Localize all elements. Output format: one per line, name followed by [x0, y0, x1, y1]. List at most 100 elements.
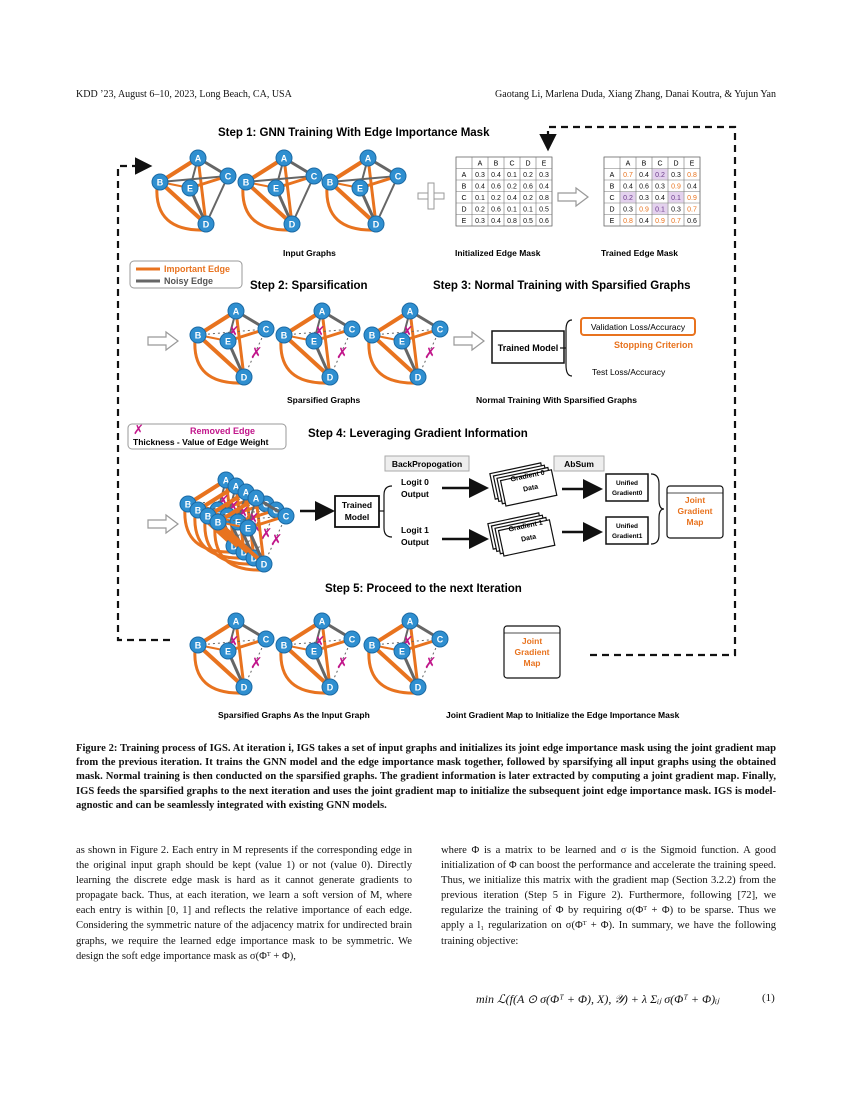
graph-node-label: E [311, 337, 317, 347]
graph-node-label: B [369, 331, 376, 341]
table-cell: 0.6 [523, 184, 533, 191]
graph-edge [328, 180, 378, 226]
graph-node-label: B [205, 512, 212, 522]
graph-node-label: B [281, 331, 288, 341]
graph-edge [367, 338, 419, 385]
trained-model-label-step3: Trained Model [498, 343, 559, 353]
graph-node [209, 513, 227, 531]
graph-edge [193, 648, 245, 695]
table-cell: 0.4 [539, 184, 549, 191]
absum-label-box [553, 455, 605, 472]
graph-edge [203, 519, 255, 566]
loop-arrow-left [116, 157, 170, 642]
graph-node [393, 332, 411, 350]
graph-node [409, 678, 427, 696]
table-cell: 0.9 [655, 218, 665, 225]
graph-node-label: B [195, 331, 202, 341]
graph-node [257, 320, 275, 338]
graph-node-label: B [195, 506, 202, 516]
table-cell: 0.1 [507, 207, 517, 214]
sparsified-input-label: Sparsified Graphs As the Input Graph [218, 710, 370, 720]
table-cell: 0.5 [523, 218, 533, 225]
graph-edge [370, 333, 420, 379]
table-cell: 0.1 [475, 195, 485, 202]
graph-node [247, 489, 265, 507]
table-cell: 0.4 [639, 172, 649, 179]
graph-node-label: C [263, 635, 270, 645]
graph-edge [159, 175, 229, 183]
plus-icon [417, 182, 445, 210]
graph-edge [329, 175, 399, 183]
graph-edge [196, 643, 246, 689]
graph-edge [241, 185, 293, 232]
graph-node [393, 642, 411, 660]
graph-node [219, 332, 237, 350]
graph-node-label: B [215, 518, 222, 528]
figure-2: Step 1: GNN Training With Edge Importanc… [116, 125, 737, 720]
output0-label: Output [401, 489, 429, 499]
graph-node-label: E [225, 647, 231, 657]
table-cell: 0.2 [507, 184, 517, 191]
graph-edge [155, 185, 207, 232]
graph-node-label: A [243, 488, 250, 498]
graph-node-label: B [281, 641, 288, 651]
map-label-next: Map [524, 658, 541, 668]
table-row-header: C [461, 195, 466, 202]
table-cell: 0.2 [623, 195, 633, 202]
table-cell: 0.3 [671, 172, 681, 179]
hollow-arrow [147, 330, 179, 352]
graph-node [189, 636, 207, 654]
joint-label-next: Joint [522, 636, 542, 646]
gradient-label-next: Gradient [515, 647, 550, 657]
graph-node-label: A [319, 617, 326, 627]
graph-node [305, 642, 323, 660]
graph-node [401, 612, 419, 630]
stopping-criterion-label: Stopping Criterion [614, 340, 693, 350]
sparsified-graphs-label: Sparsified Graphs [287, 395, 360, 405]
graph-node [257, 630, 275, 648]
graph-node-label: D [241, 373, 248, 383]
table-cell: 0.4 [491, 172, 501, 179]
unified0-b: Gradient0 [612, 490, 643, 497]
graph-node-label: C [437, 325, 444, 335]
graph-node [275, 149, 293, 167]
graph-node-label: E [399, 647, 405, 657]
initialized-mask-label: Initialized Edge Mask [455, 248, 541, 258]
graph-node-label: A [365, 154, 372, 164]
graph-edge [370, 643, 420, 689]
graph-edge [216, 520, 266, 566]
graph-node [189, 149, 207, 167]
graph-edge [183, 507, 235, 554]
removed-edge-mark: ✗ [336, 654, 349, 672]
graph-edge [371, 328, 441, 336]
equation-1: min ℒ(f(A ⊙ σ(Φᵀ + Φ), X), 𝒴) + λ Σᵢⱼ σ(… [476, 992, 720, 1006]
graph-edge [254, 497, 266, 565]
step2-title: Step 2: Sparsification [250, 280, 368, 292]
graph-node [409, 368, 427, 386]
graph-node-label: E [235, 518, 241, 528]
graph-edge [291, 175, 315, 225]
graph-edge [320, 620, 332, 688]
graph-node [321, 678, 339, 696]
removed-edge-mark: ✗ [250, 344, 263, 362]
graph-edge [193, 338, 245, 385]
graph-node-label: A [223, 476, 230, 486]
unified-grad0-box [605, 473, 649, 502]
table-cell: 0.2 [491, 195, 501, 202]
graph-edge [197, 328, 267, 336]
table-cell: 0.6 [491, 184, 501, 191]
graph-node [181, 179, 199, 197]
graph-node-label: A [253, 494, 260, 504]
table-cell: 0.8 [623, 218, 633, 225]
graph-node [235, 678, 253, 696]
table-col-header: C [509, 161, 514, 168]
graph-edge [263, 515, 287, 565]
graph-edge [158, 180, 208, 226]
table-col-header: C [657, 161, 662, 168]
table-cell: 0.2 [523, 195, 533, 202]
legend-important: Important Edge [164, 264, 230, 274]
